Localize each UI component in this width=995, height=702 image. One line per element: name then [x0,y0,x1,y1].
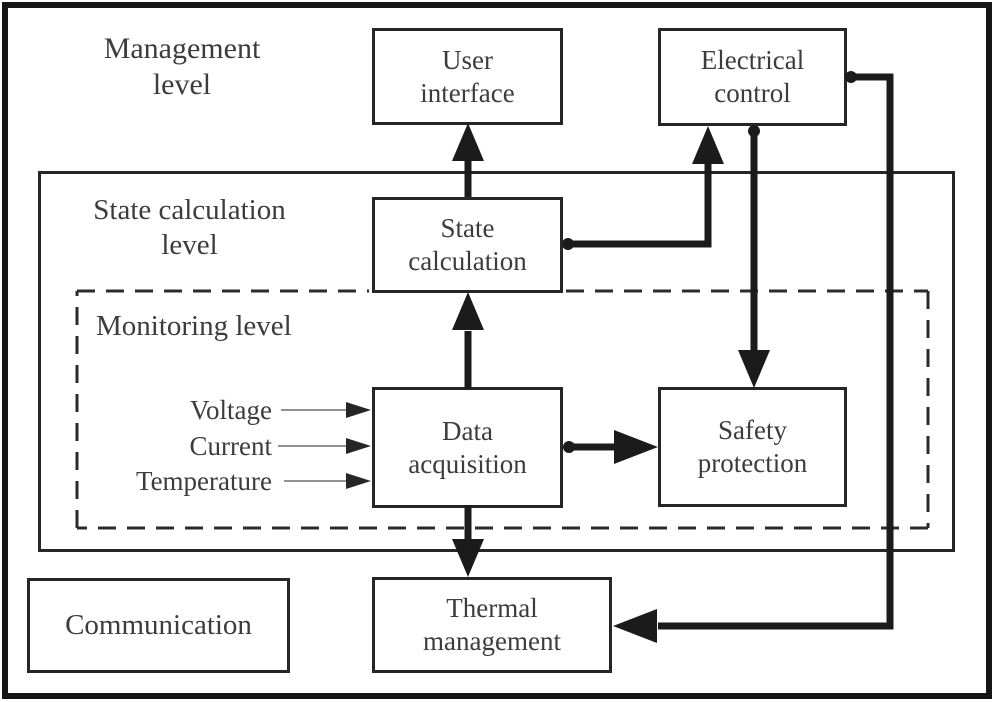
node-user-interface-line2: interface [420,77,515,108]
node-user-interface-line1: User [442,44,493,75]
node-state-calculation-line2: calculation [408,246,527,276]
state-calculation-level-label-line2: level [161,229,218,261]
node-communication: Communication [27,578,290,673]
node-data-acquisition: Data acquisition [372,387,563,508]
state-calculation-level-label-line1: State calculation [93,194,286,226]
node-safety-protection-line1: Safety [718,415,787,445]
node-user-interface: User interface [372,28,563,125]
node-data-acquisition-line2: acquisition [408,448,527,479]
node-thermal-management-line2: management [423,626,561,656]
input-label-voltage: Voltage [190,395,272,425]
state-calculation-level-label: State calculation level [62,193,317,263]
node-safety-protection-line2: protection [697,448,808,478]
node-communication-label: Communication [65,609,252,641]
management-level-label: Management level [62,31,302,103]
management-level-label-line1: Management [103,32,261,65]
management-level-label-line2: level [152,68,212,101]
node-thermal-management-line1: Thermal [446,593,538,623]
input-label-current: Current [189,431,272,461]
node-electrical-control-line2: control [714,78,791,108]
input-label-temperature: Temperature [135,466,272,496]
node-safety-protection: Safety protection [658,387,847,507]
state-calculation-level-frame [38,171,955,552]
node-electrical-control-line1: Electrical [700,45,805,75]
node-electrical-control: Electrical control [658,28,847,126]
node-data-acquisition-line1: Data [442,415,493,446]
node-state-calculation: State calculation [372,197,563,293]
monitoring-level-label: Monitoring level [96,310,292,342]
node-state-calculation-line1: State [440,213,495,243]
node-thermal-management: Thermal management [372,577,612,673]
